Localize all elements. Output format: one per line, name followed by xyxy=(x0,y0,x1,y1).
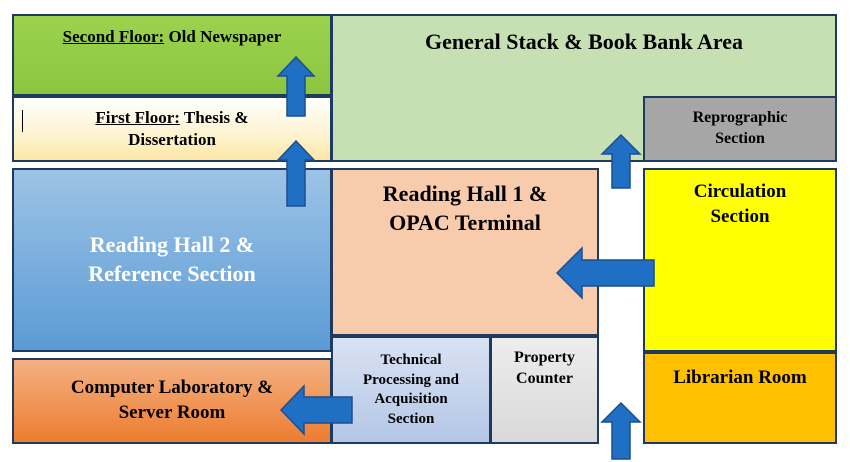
reading-hall-1: Reading Hall 1 & OPAC Terminal xyxy=(331,168,599,336)
second-floor-label: Second Floor: Old Newspaper xyxy=(63,26,282,48)
arrow-up-to-first-floor xyxy=(276,140,316,207)
first-floor-prefix: First Floor: xyxy=(95,107,180,127)
general-stack-label: General Stack & Book Bank Area xyxy=(424,29,743,54)
second-floor-room: Second Floor: Old Newspaper xyxy=(12,14,332,96)
technical-line4: Section xyxy=(387,410,435,427)
second-floor-prefix: Second Floor: xyxy=(62,27,165,46)
first-floor-label: First Floor: Thesis & xyxy=(95,107,248,129)
first-floor-line2: Dissertation xyxy=(128,130,216,149)
property-counter: Property Counter xyxy=(490,336,599,444)
reading-hall-2-line2: Reference Section xyxy=(88,261,256,286)
technical-line3: Acquisition xyxy=(374,391,448,407)
computer-lab-line1: Computer Laboratory & xyxy=(70,377,274,399)
arrow-up-to-second-floor xyxy=(276,56,316,117)
first-floor-text: Thesis & xyxy=(179,107,249,127)
arrow-left-to-computer-lab xyxy=(280,384,353,436)
arrow-up-entrance xyxy=(600,402,642,460)
reprographic-line2: Section xyxy=(715,130,765,147)
property-line2: Counter xyxy=(516,369,573,387)
circulation-line2: Section xyxy=(710,205,770,227)
technical-line1: Technical xyxy=(380,352,442,368)
librarian-label: Librarian Room xyxy=(673,367,807,388)
property-line1: Property xyxy=(513,349,575,366)
text-cursor xyxy=(22,110,23,132)
computer-laboratory: Computer Laboratory & Server Room xyxy=(12,358,332,444)
reading-hall-1-line2: OPAC Terminal xyxy=(389,209,541,235)
arrow-up-to-stack-area xyxy=(600,134,642,189)
circulation-section: Circulation Section xyxy=(643,168,837,352)
technical-line2: Processing and xyxy=(363,371,459,388)
reprographic-line1: Reprographic xyxy=(692,109,788,127)
reading-hall-2-line1: Reading Hall 2 & xyxy=(89,232,255,258)
technical-processing-section: Technical Processing and Acquisition Sec… xyxy=(331,336,491,444)
circulation-line1: Circulation xyxy=(693,181,787,202)
reading-hall-2: Reading Hall 2 & Reference Section xyxy=(12,168,332,352)
reprographic-section: Reprographic Section xyxy=(643,96,837,162)
arrow-left-to-reading-hall-1 xyxy=(556,246,655,300)
computer-lab-line2: Server Room xyxy=(118,402,226,423)
reading-hall-1-line1: Reading Hall 1 & xyxy=(382,181,548,206)
second-floor-text: Old Newspaper xyxy=(164,27,282,46)
librarian-room: Librarian Room xyxy=(643,352,837,444)
